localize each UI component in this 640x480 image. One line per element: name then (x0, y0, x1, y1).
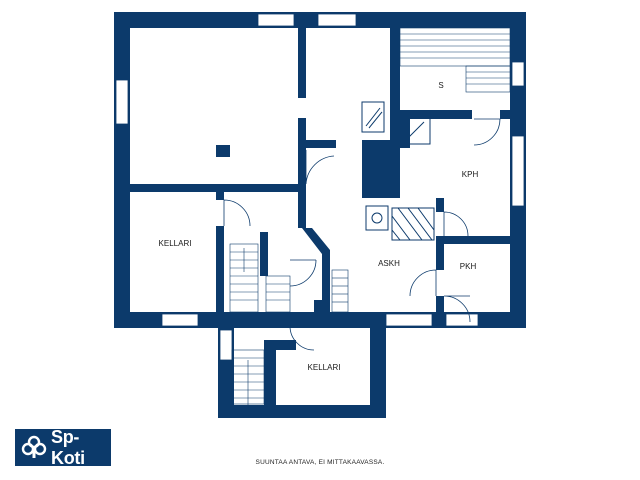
door (443, 211, 469, 237)
room-label-kph: KPH (462, 170, 479, 179)
window (445, 313, 479, 327)
window (511, 135, 525, 207)
window (115, 79, 129, 125)
sink-icon (365, 205, 389, 231)
door (473, 118, 501, 146)
window (511, 61, 525, 87)
stairs (229, 243, 349, 410)
walls (114, 12, 526, 418)
door (409, 269, 437, 297)
disclaimer-note: SUUNTAA ANTAVA, EI MITTAKAAVASSA. (255, 459, 385, 466)
room-label-askh: ASKH (378, 259, 400, 268)
sauna-bench (399, 27, 511, 93)
door (305, 150, 335, 185)
door (289, 259, 317, 287)
room-label-s: S (438, 81, 443, 90)
windows (115, 13, 525, 361)
room-label-pkh: PKH (460, 262, 477, 271)
window (219, 329, 233, 361)
window (385, 313, 433, 327)
window (317, 13, 357, 27)
room-label-kellari-bottom: KELLARI (308, 363, 341, 372)
logo-text: Sp-Koti (51, 426, 85, 468)
stove-icon (361, 101, 385, 133)
door (289, 325, 315, 351)
door (443, 295, 471, 323)
fireplace-icon (391, 207, 435, 241)
doors (223, 118, 501, 351)
window (161, 313, 199, 327)
appliances (361, 101, 435, 241)
door (223, 199, 251, 227)
window (257, 13, 295, 27)
sp-koti-logo: Sp-Koti (15, 426, 111, 468)
sp-koti-logo-icon (21, 435, 47, 458)
room-label-kellari-left: KELLARI (159, 239, 192, 248)
sauna-stove-icon (403, 117, 431, 145)
